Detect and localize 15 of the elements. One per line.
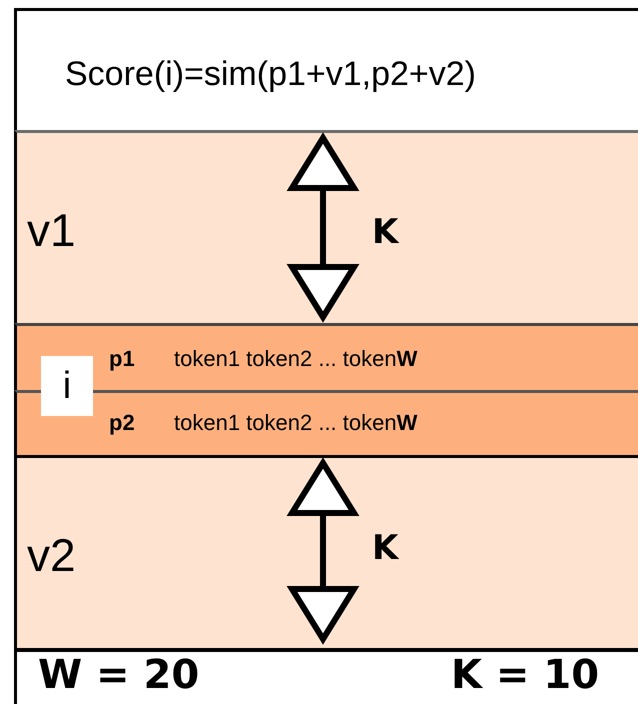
row-label: p1 [109, 346, 135, 372]
index-box: i [41, 356, 93, 416]
context-band [14, 130, 638, 323]
band-label: v1 [27, 203, 76, 257]
context-band [14, 455, 638, 648]
band-label: token1 token2 ... tokenW [174, 346, 418, 372]
row-label: p2 [109, 410, 135, 436]
parameter-label: W = 20 [38, 652, 200, 698]
band-label: token1 token2 ... tokenW [174, 410, 418, 436]
band-label: Score(i)=sim(p1+v1,p2+v2) [65, 55, 476, 94]
band-label: v2 [27, 528, 76, 582]
dimension-label: K [372, 528, 398, 568]
dimension-label: K [372, 212, 398, 252]
score-band [14, 8, 638, 130]
parameter-label: K = 10 [451, 652, 600, 698]
